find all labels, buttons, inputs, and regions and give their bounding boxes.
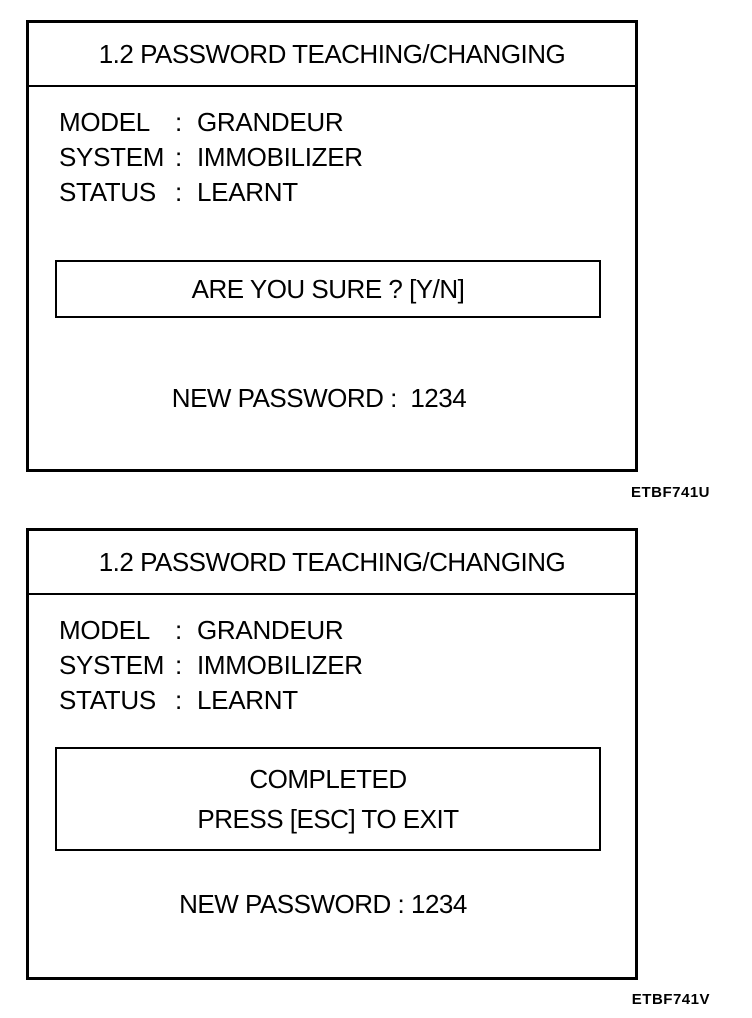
info-label: SYSTEM [59,142,165,172]
info-separator: : [175,142,182,172]
info-label: SYSTEM [59,650,165,680]
vehicle-info: MODEL : GRANDEUR SYSTEM : IMMOBILIZER ST… [59,613,363,718]
info-row-model: MODEL : GRANDEUR [59,613,363,648]
info-separator: : [175,615,182,645]
confirm-dialog[interactable]: ARE YOU SURE ? [Y/N] [55,260,601,318]
info-value: LEARNT [197,177,298,207]
new-password-line: NEW PASSWORD : 1234 [29,889,635,920]
info-row-status: STATUS : LEARNT [59,175,363,210]
info-row-status: STATUS : LEARNT [59,683,363,718]
info-label: STATUS [59,685,156,715]
info-label: MODEL [59,615,150,645]
info-value: GRANDEUR [197,615,344,645]
confirm-prompt: ARE YOU SURE ? [Y/N] [191,273,465,304]
completed-message: COMPLETED [249,764,407,794]
password-screen-completed: 1.2 PASSWORD TEACHING/CHANGING MODEL : G… [26,528,638,980]
info-label: MODEL [59,107,150,137]
info-value: GRANDEUR [197,107,344,137]
figure-code: ETBF741U [630,484,710,501]
password-value: 1234 [410,889,467,919]
password-value: 1234 [410,383,467,413]
exit-instruction: PRESS [ESC] TO EXIT [197,804,459,834]
screen-title: 1.2 PASSWORD TEACHING/CHANGING [29,23,635,87]
password-screen-confirm: 1.2 PASSWORD TEACHING/CHANGING MODEL : G… [26,20,638,472]
info-value: IMMOBILIZER [197,650,363,680]
info-value: LEARNT [197,685,298,715]
screen-title: 1.2 PASSWORD TEACHING/CHANGING [29,531,635,595]
info-row-system: SYSTEM : IMMOBILIZER [59,648,363,683]
info-row-model: MODEL : GRANDEUR [59,105,363,140]
info-value: IMMOBILIZER [197,142,363,172]
password-label: NEW PASSWORD : [179,889,405,919]
info-separator: : [175,685,182,715]
completed-dialog[interactable]: COMPLETED PRESS [ESC] TO EXIT [55,747,601,851]
info-separator: : [175,650,182,680]
info-separator: : [175,107,182,137]
new-password-line: NEW PASSWORD : 1234 [29,383,635,414]
info-row-system: SYSTEM : IMMOBILIZER [59,140,363,175]
info-label: STATUS [59,177,156,207]
info-separator: : [175,177,182,207]
password-label: NEW PASSWORD : [171,383,398,413]
vehicle-info: MODEL : GRANDEUR SYSTEM : IMMOBILIZER ST… [59,105,363,210]
figure-code: ETBF741V [631,991,710,1008]
